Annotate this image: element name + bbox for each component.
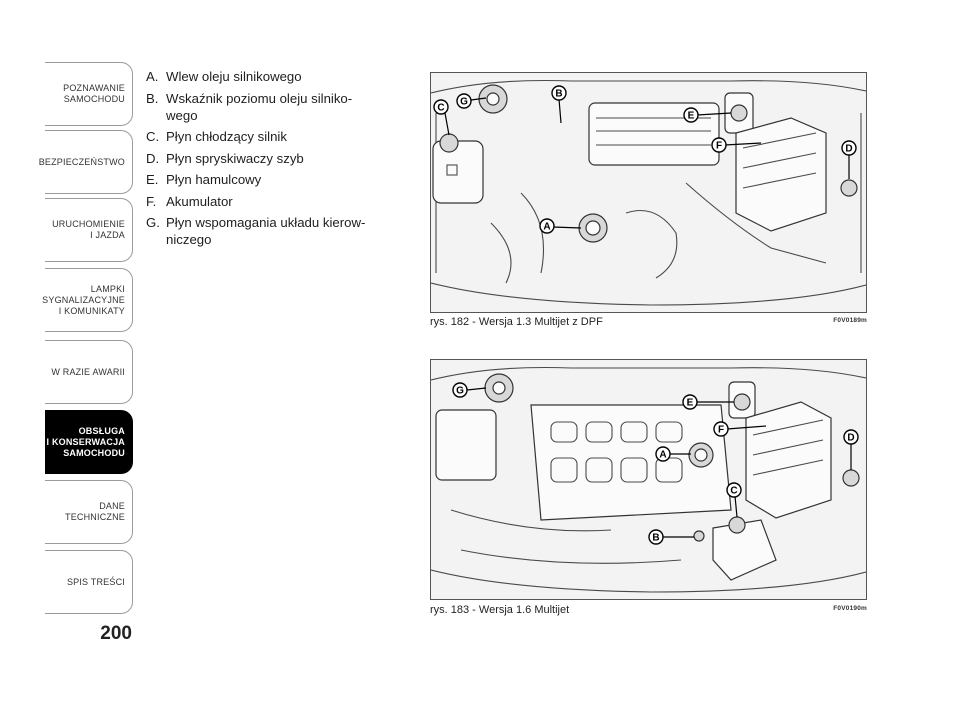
engine-bay-figure-1-3-multijet: G C B E F D A	[430, 72, 867, 313]
callout-b: B	[648, 529, 694, 545]
legend-key: C.	[146, 129, 160, 144]
legend-item: D. Płyn spryskiwaczy szyb	[146, 150, 386, 167]
svg-text:F: F	[716, 141, 722, 152]
callout-c: C	[433, 99, 450, 136]
tab-lampki-sygnalizacyjne[interactable]: LAMPKI SYGNALIZACYJNE I KOMUNIKATY	[42, 268, 133, 332]
tab-bezpieczenstwo[interactable]: BEZPIECZEŃSTWO	[39, 130, 133, 194]
figure-caption: rys. 182 - Wersja 1.3 Multijet z DPF	[430, 316, 603, 328]
legend-item: E. Płyn hamulcowy	[146, 171, 386, 188]
tab-label: W RAZIE AWARII	[51, 366, 125, 377]
legend-item: C. Płyn chłodzący silnik	[146, 128, 386, 145]
tab-obsluga-i-konserwacja[interactable]: OBSŁUGA I KONSERWACJA SAMOCHODU	[45, 410, 133, 474]
callout-f: F	[711, 137, 762, 153]
callout-d: D	[843, 429, 859, 470]
svg-text:D: D	[847, 433, 854, 444]
tab-uruchomienie-i-jazda[interactable]: URUCHOMIENIE I JAZDA	[45, 198, 133, 262]
tab-dane-techniczne[interactable]: DANE TECHNICZNE	[45, 480, 133, 544]
legend-item: G. Płyn wspomagania układu kierow- niczeg…	[146, 214, 386, 248]
engine-bay-figure-1-6-multijet: G E F D A C B	[430, 359, 867, 600]
tab-label: SPIS TREŚCI	[66, 576, 125, 587]
callout-c: C	[726, 482, 742, 518]
page-number: 200	[100, 623, 132, 644]
svg-text:E: E	[688, 111, 695, 122]
svg-text:D: D	[845, 144, 852, 155]
svg-text:G: G	[456, 386, 464, 397]
tab-w-razie-awarii[interactable]: W RAZIE AWARII	[45, 340, 133, 404]
legend-text: Płyn hamulcowy	[166, 172, 262, 187]
tab-label: OBSŁUGA I KONSERWACJA SAMOCHODU	[46, 425, 125, 458]
tab-label: BEZPIECZEŃSTWO	[38, 156, 125, 167]
legend-item: B. Wskaźnik poziomu oleju silniko- wego	[146, 90, 386, 124]
callout-g: G	[452, 382, 487, 398]
legend-key: F.	[146, 193, 157, 209]
tab-poznawanie-samochodu[interactable]: POZNAWANIE SAMOCHODU	[45, 62, 133, 126]
figure-caption: rys. 183 - Wersja 1.6 Multijet	[430, 604, 570, 616]
callout-f: F	[713, 421, 767, 437]
legend-text: Akumulator	[166, 193, 233, 209]
legend-item: A. Wlew oleju silnikowego	[146, 68, 386, 85]
legend-key: A.	[146, 69, 159, 84]
engine-bay-illustration: G E F D A C B	[431, 366, 866, 593]
callout-a: A	[539, 218, 582, 234]
legend-text: Płyn chłodzący silnik	[166, 129, 287, 144]
svg-text:B: B	[652, 533, 659, 544]
svg-text:C: C	[437, 103, 444, 114]
figure-code: F0V0189m	[833, 317, 867, 324]
legend-key: E.	[146, 172, 159, 187]
legend-item: F. Akumulator	[146, 193, 386, 210]
callout-e: E	[683, 107, 732, 123]
svg-text:B: B	[555, 89, 562, 100]
legend-key: D.	[146, 150, 160, 166]
svg-text:F: F	[718, 425, 724, 436]
legend-text: Płyn spryskiwaczy szyb	[166, 150, 304, 166]
tab-label: DANE TECHNICZNE	[65, 501, 125, 522]
legend-text: Płyn wspomagania układu kierow- niczego	[166, 215, 366, 247]
tab-label: URUCHOMIENIE I JAZDA	[52, 219, 125, 240]
legend-key: G.	[146, 215, 160, 230]
callout-e: E	[682, 394, 734, 410]
engine-bay-illustration: G C B E F D A	[431, 79, 866, 306]
svg-text:A: A	[659, 450, 666, 461]
tab-label: POZNAWANIE SAMOCHODU	[63, 83, 125, 104]
svg-text:E: E	[687, 398, 694, 409]
callout-b: B	[551, 85, 567, 124]
callout-a: A	[655, 446, 691, 462]
legend-key: B.	[146, 90, 159, 106]
callout-d: D	[841, 140, 857, 179]
svg-text:C: C	[730, 486, 737, 497]
tab-spis-tresci[interactable]: SPIS TREŚCI	[45, 550, 133, 614]
callout-g: G	[456, 93, 487, 109]
svg-text:G: G	[460, 97, 468, 108]
legend-text: Wlew oleju silnikowego	[166, 69, 302, 84]
svg-text:A: A	[543, 222, 550, 233]
legend-text: Wskaźnik poziomu oleju silniko- wego	[166, 90, 353, 123]
component-legend: A. Wlew oleju silnikowego B. Wskaźnik pozi…	[146, 68, 386, 253]
tab-label: LAMPKI SYGNALIZACYJNE I KOMUNIKATY	[42, 283, 125, 316]
figure-code: F0V0190m	[833, 605, 867, 612]
